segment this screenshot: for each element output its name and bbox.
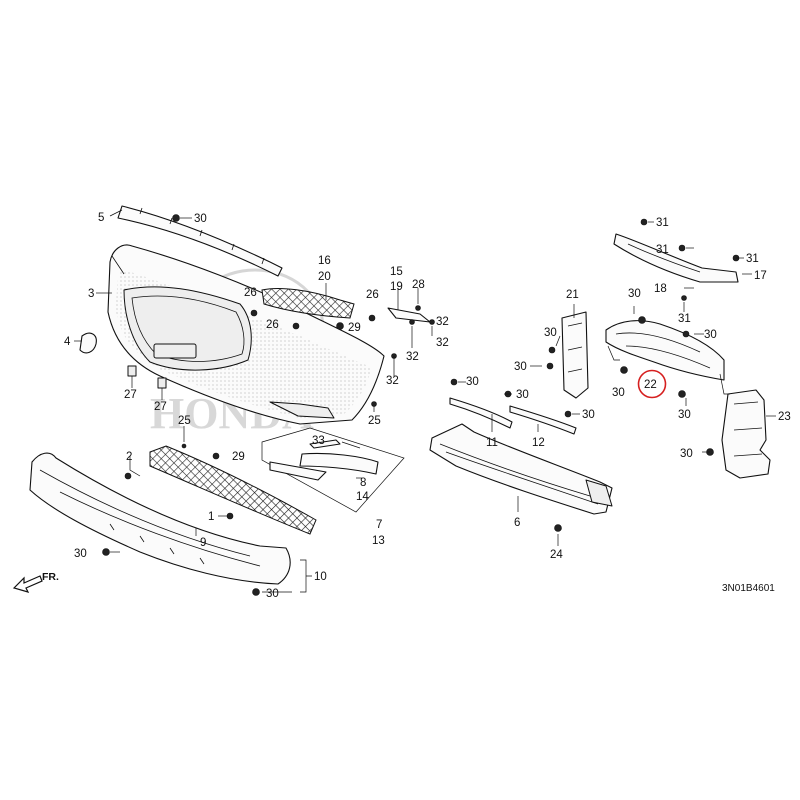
part-4-emblem-seal bbox=[79, 332, 97, 354]
callout-30: 30 bbox=[516, 389, 529, 401]
callout-30: 30 bbox=[612, 387, 625, 399]
callout-5: 5 bbox=[98, 212, 104, 224]
callout-6: 6 bbox=[514, 517, 520, 529]
callout-26: 26 bbox=[366, 289, 379, 301]
leader-lines bbox=[74, 209, 776, 593]
callout-29: 29 bbox=[232, 451, 245, 463]
callout-1: 1 bbox=[208, 511, 214, 523]
callout-30: 30 bbox=[628, 288, 641, 300]
part-12-stay bbox=[509, 405, 577, 435]
part-5-upper-trim bbox=[117, 205, 283, 277]
callout-13: 13 bbox=[372, 535, 385, 547]
diagram-code: 3N01B4601 bbox=[722, 583, 775, 594]
callout-32: 32 bbox=[386, 375, 399, 387]
callout-17: 17 bbox=[754, 270, 767, 282]
callout-30: 30 bbox=[582, 409, 595, 421]
callout-28: 28 bbox=[412, 279, 425, 291]
part-22-absorber bbox=[605, 320, 725, 381]
part-9-lower-grille bbox=[149, 445, 317, 535]
callout-8: 8 bbox=[360, 477, 366, 489]
callout-25: 25 bbox=[368, 415, 381, 427]
callout-30: 30 bbox=[678, 409, 691, 421]
callout-9: 9 bbox=[200, 537, 206, 549]
callout-2: 2 bbox=[126, 451, 132, 463]
part-21-bracket bbox=[561, 311, 589, 399]
callout-31: 31 bbox=[678, 313, 691, 325]
callout-16: 16 bbox=[318, 255, 331, 267]
callout-4: 4 bbox=[64, 336, 71, 348]
highlighted-part-22[interactable]: 22 bbox=[637, 369, 667, 399]
callout-31: 31 bbox=[746, 253, 759, 265]
callout-30: 30 bbox=[74, 548, 87, 560]
front-label: FR. bbox=[42, 571, 59, 583]
part-6-bumper-beam bbox=[429, 423, 613, 515]
callout-32: 32 bbox=[436, 316, 449, 328]
callout-20: 20 bbox=[318, 271, 331, 283]
callout-30: 30 bbox=[194, 213, 207, 225]
callout-11: 11 bbox=[486, 437, 498, 449]
callout-24: 24 bbox=[550, 549, 563, 561]
callout-27: 27 bbox=[124, 389, 137, 401]
callout-12: 12 bbox=[532, 437, 545, 449]
part-23-side-absorber bbox=[721, 389, 771, 479]
callout-30: 30 bbox=[704, 329, 717, 341]
callout-32: 32 bbox=[436, 337, 449, 349]
callout-3: 3 bbox=[88, 288, 94, 300]
callout-29: 29 bbox=[348, 322, 361, 334]
svg-text:22: 22 bbox=[644, 379, 657, 391]
part-7-13-garnish-box bbox=[261, 427, 405, 513]
callout-15: 15 bbox=[390, 266, 403, 278]
callout-10: 10 bbox=[314, 571, 327, 583]
callout-26: 26 bbox=[266, 319, 279, 331]
callout-19: 19 bbox=[390, 281, 403, 293]
callout-25: 25 bbox=[178, 415, 191, 427]
callout-23: 23 bbox=[778, 411, 791, 423]
callout-21: 21 bbox=[566, 289, 579, 301]
part-11-stay bbox=[449, 397, 513, 429]
part-10-lower-skirt bbox=[29, 452, 291, 585]
callout-labels: 5 30 3 4 27 27 26 26 16 20 26 29 15 19 2… bbox=[64, 212, 791, 600]
callout-33: 33 bbox=[312, 435, 325, 447]
callout-30: 30 bbox=[514, 361, 527, 373]
callout-30: 30 bbox=[466, 376, 479, 388]
callout-30: 30 bbox=[680, 448, 693, 460]
callout-30: 30 bbox=[266, 588, 279, 600]
callout-32: 32 bbox=[406, 351, 419, 363]
callout-26: 26 bbox=[244, 287, 257, 299]
callout-7: 7 bbox=[376, 519, 382, 531]
callout-31: 31 bbox=[656, 217, 669, 229]
part-15-19-bracket bbox=[387, 307, 431, 323]
callout-14: 14 bbox=[356, 491, 369, 503]
callout-27: 27 bbox=[154, 401, 167, 413]
callout-31: 31 bbox=[656, 244, 669, 256]
callout-30: 30 bbox=[544, 327, 557, 339]
fasteners bbox=[102, 214, 740, 596]
callout-18: 18 bbox=[654, 283, 667, 295]
part-16-20-bracket bbox=[261, 287, 355, 319]
front-direction-indicator: FR. bbox=[12, 571, 59, 593]
front-arrow-icon bbox=[12, 575, 43, 593]
part-17-upper-bracket bbox=[613, 233, 739, 283]
part-3-bumper-face bbox=[107, 244, 385, 425]
